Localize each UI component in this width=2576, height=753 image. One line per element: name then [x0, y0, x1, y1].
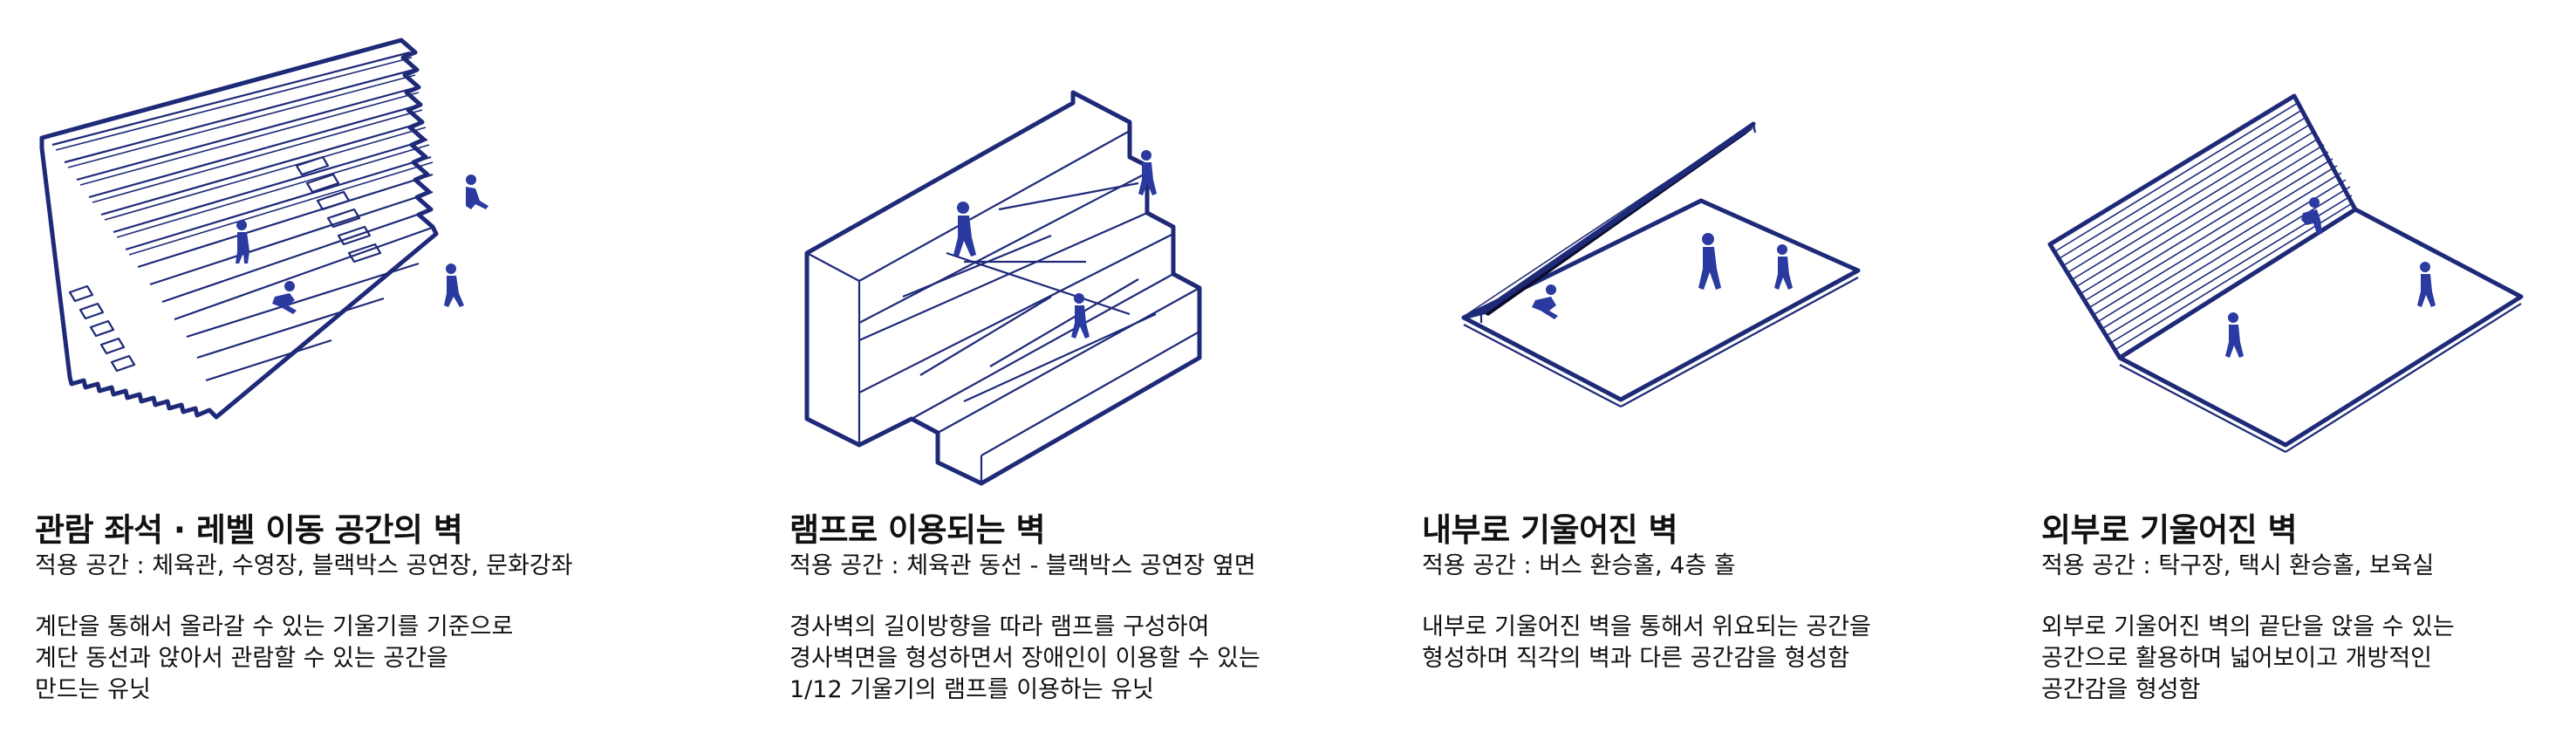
- stair-step-blocks: [68, 155, 382, 373]
- description-line: 공간감을 형성함: [2041, 676, 2201, 703]
- person-figure: [236, 220, 249, 264]
- person-figure: [2417, 262, 2436, 307]
- description-line: 경사벽의 길이방향을 따라 램프를 구성하여: [789, 613, 1210, 640]
- panel-subtitle: 적용 공간 : 버스 환승홀, 4층 홀: [1422, 552, 1736, 579]
- ramp-diagram: [804, 90, 1202, 486]
- panel-title: 외부로 기울어진 벽: [2041, 511, 2298, 549]
- panel-title: 내부로 기울어진 벽: [1422, 511, 1678, 549]
- inward-wall-diagram: [1461, 121, 1861, 407]
- ramp-lines: [806, 130, 1200, 483]
- description-line: 1/12 기울기의 램프를 이용하는 유닛: [789, 676, 1154, 703]
- person-figure: [1532, 284, 1558, 319]
- person-figure: [2225, 312, 2244, 358]
- description-line: 경사벽면을 형성하면서 장애인이 이용할 수 있는: [789, 645, 1261, 672]
- person-figure: [272, 281, 297, 314]
- panel-ramp-wall: 램프로 이용되는 벽 적용 공간 : 체육관 동선 - 블랙박스 공연장 옆면 …: [789, 0, 1418, 753]
- person-figure: [1138, 150, 1157, 195]
- inward-leaning-wall: [1461, 121, 1756, 320]
- description-line: 공간으로 활용하며 넓어보이고 개방적인: [2041, 645, 2433, 672]
- panel-seating-wall: 관람 좌석 · 레벨 이동 공간의 벽 적용 공간 : 체육관, 수영장, 블랙…: [35, 0, 663, 753]
- description-line: 형성하며 직각의 벽과 다른 공간감을 형성함: [1422, 645, 1850, 672]
- caption: 램프로 이용되는 벽 적용 공간 : 체육관 동선 - 블랙박스 공연장 옆면 …: [789, 510, 1418, 706]
- caption: 내부로 기울어진 벽 적용 공간 : 버스 환승홀, 4층 홀 내부로 기울어진…: [1422, 510, 2050, 674]
- outward-wall-diagram: [2047, 93, 2524, 453]
- panel-outward-wall: 외부로 기울어진 벽 적용 공간 : 탁구장, 택시 환승홀, 보육실 외부로 …: [2041, 0, 2576, 753]
- panel-subtitle: 적용 공간 : 체육관 동선 - 블랙박스 공연장 옆면: [789, 552, 1256, 579]
- wall-slat-lines: [2054, 102, 2354, 350]
- caption: 외부로 기울어진 벽 적용 공간 : 탁구장, 택시 환승홀, 보육실 외부로 …: [2041, 510, 2576, 706]
- floor-slab: [1461, 198, 1861, 402]
- panel-inward-wall: 내부로 기울어진 벽 적용 공간 : 버스 환승홀, 4층 홀 내부로 기울어진…: [1422, 0, 2050, 753]
- description-line: 외부로 기울어진 벽의 끝단을 앉을 수 있는: [2041, 613, 2455, 640]
- seating-stairs-diagram: [39, 38, 489, 420]
- description-line: 만드는 유닛: [35, 676, 151, 703]
- person-figure: [953, 202, 976, 257]
- panel-subtitle: 적용 공간 : 체육관, 수영장, 블랙박스 공연장, 문화강좌: [35, 552, 573, 579]
- person-figure: [1071, 293, 1090, 339]
- stair-tread-lines: [51, 51, 435, 382]
- person-figure: [1774, 244, 1793, 290]
- person-figure: [444, 264, 464, 307]
- caption: 관람 좌석 · 레벨 이동 공간의 벽 적용 공간 : 체육관, 수영장, 블랙…: [35, 510, 663, 706]
- description-line: 계단을 통해서 올라갈 수 있는 기울기를 기준으로: [35, 613, 514, 640]
- person-figure: [466, 175, 489, 209]
- description-line: 계단 동선과 앉아서 관람할 수 있는 공간을: [35, 645, 448, 672]
- outward-leaning-wall: [2047, 93, 2358, 360]
- person-figure: [2301, 197, 2322, 234]
- person-figure: [1698, 233, 1721, 290]
- description-line: 내부로 기울어진 벽을 통해서 위요되는 공간을: [1422, 613, 1871, 640]
- wall-shadow-edge: [1485, 127, 1755, 316]
- panel-title: 관람 좌석 · 레벨 이동 공간의 벽: [35, 511, 463, 549]
- panel-subtitle: 적용 공간 : 탁구장, 택시 환승홀, 보육실: [2041, 552, 2435, 579]
- panel-title: 램프로 이용되는 벽: [789, 511, 1046, 549]
- ramp-outline: [804, 90, 1202, 486]
